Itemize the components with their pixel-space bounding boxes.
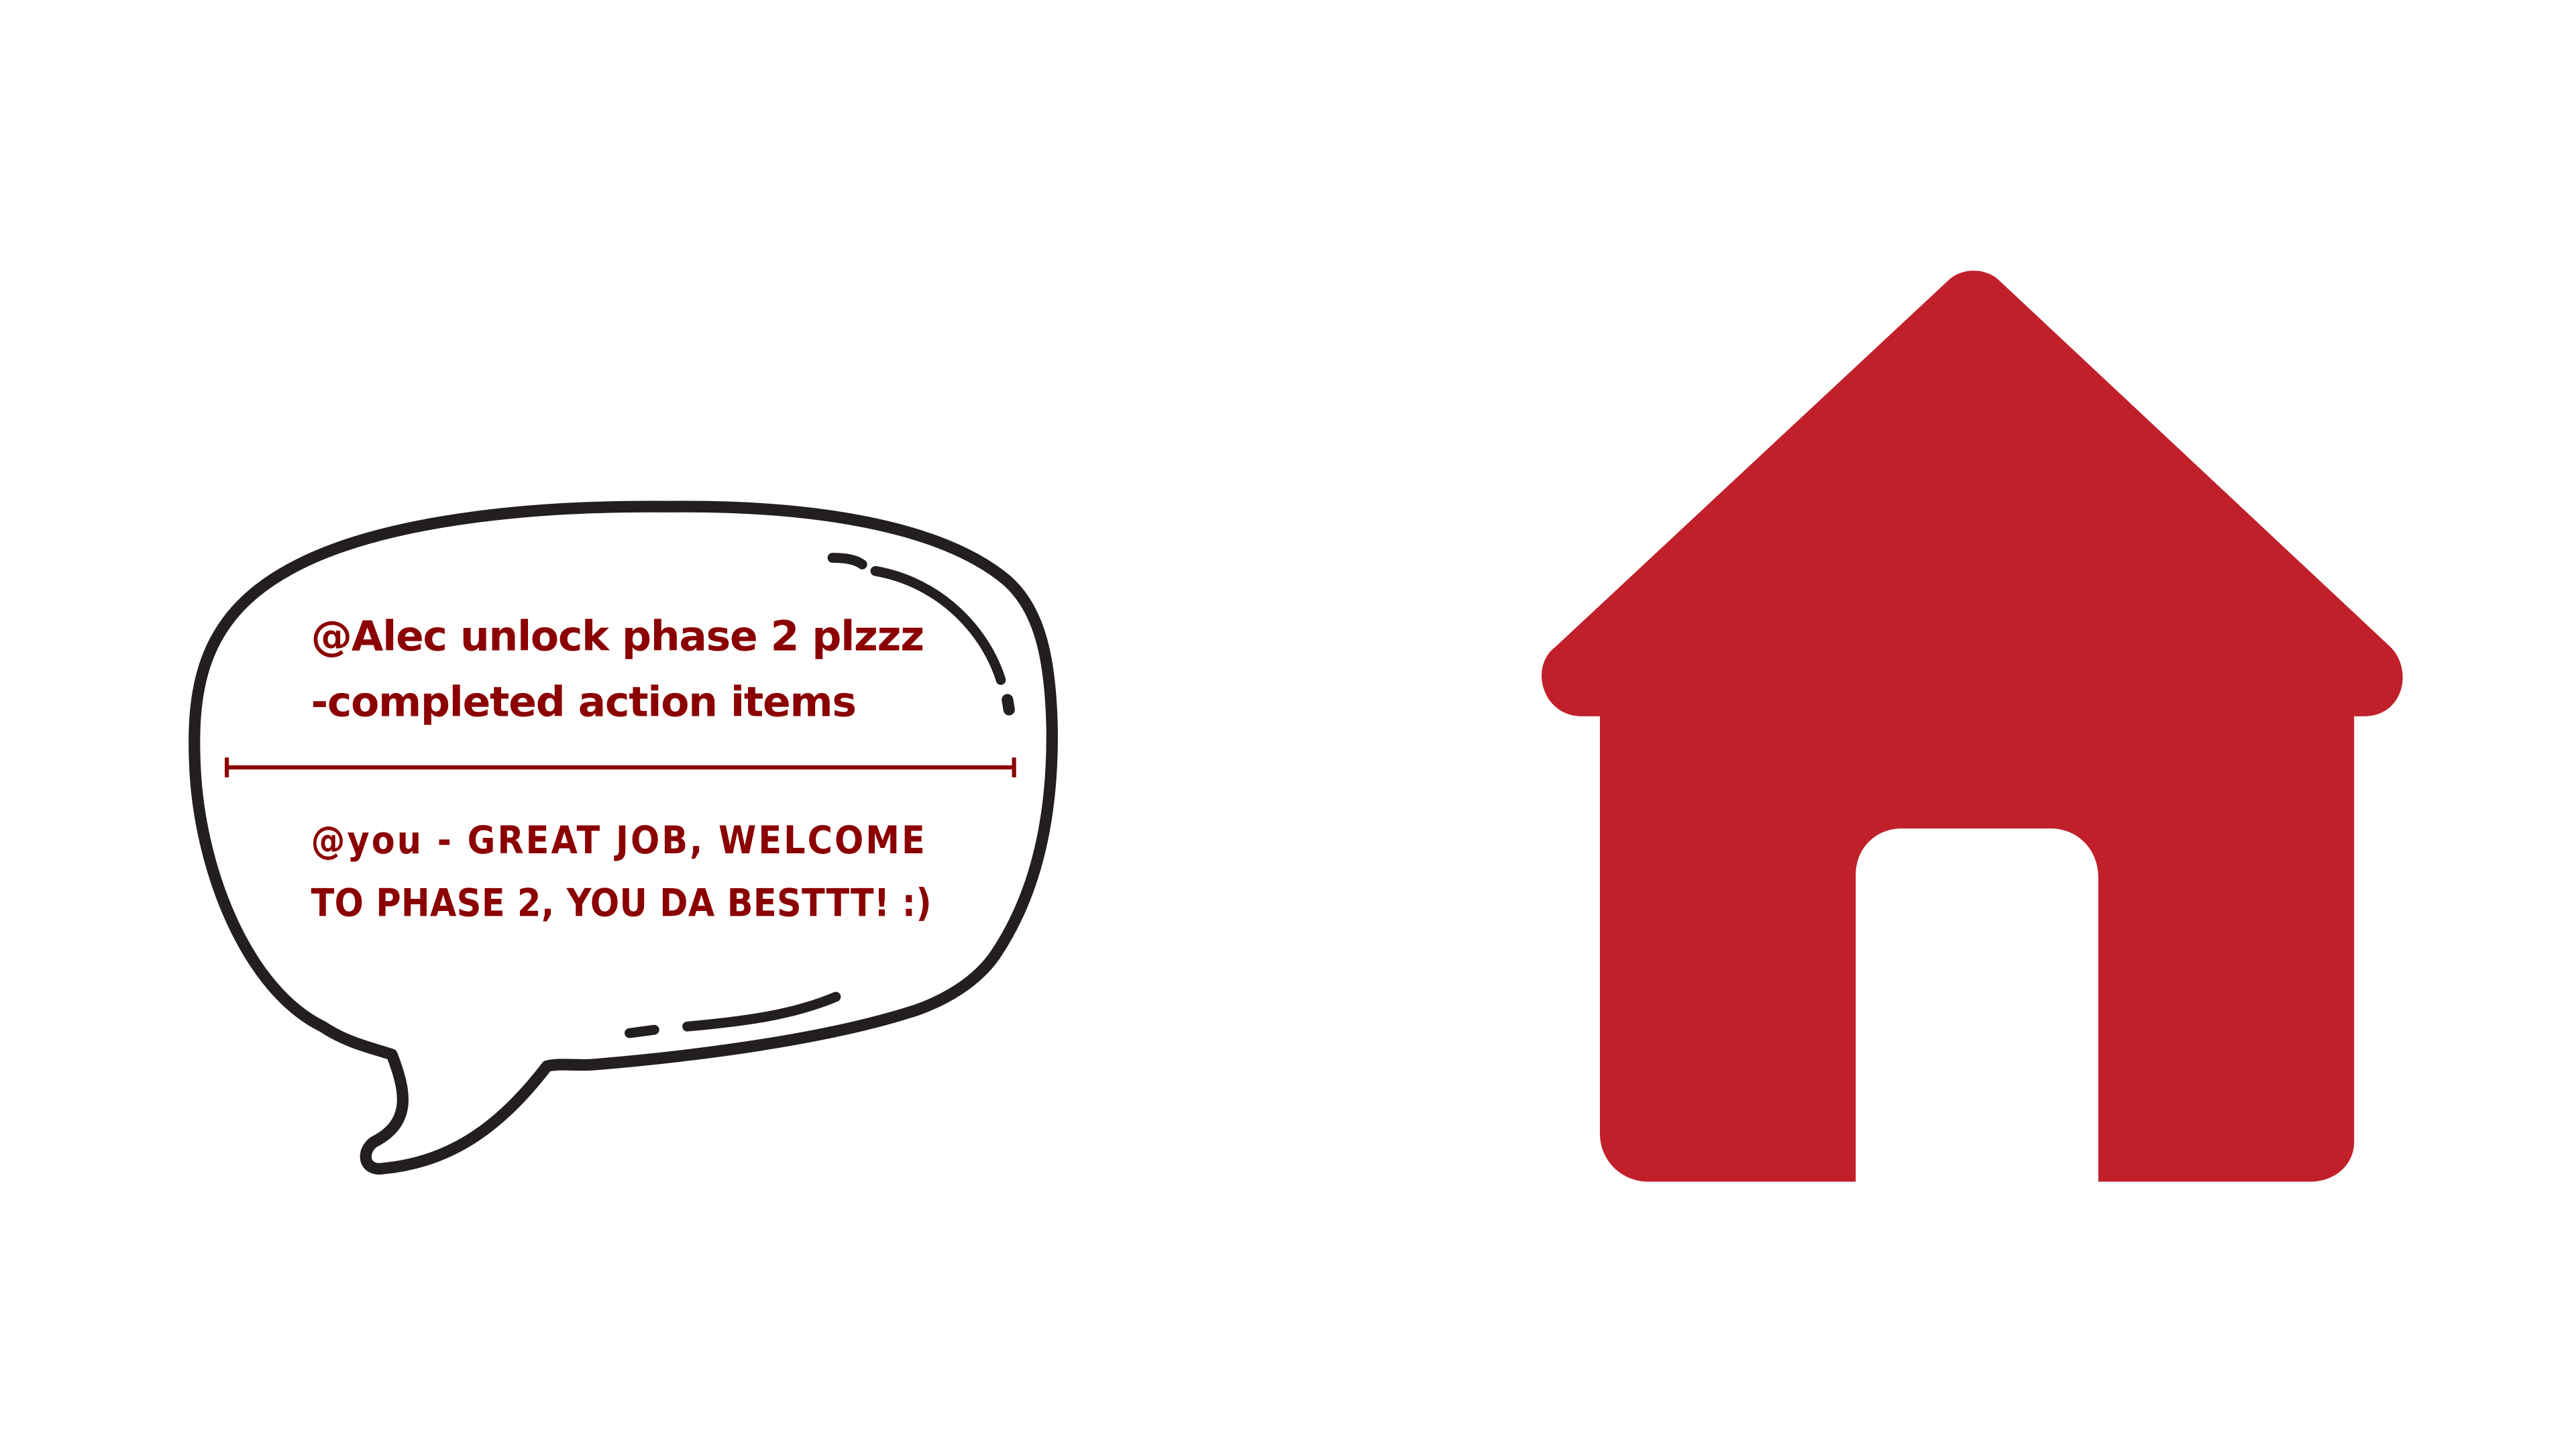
reply-text: @you - GREAT JOB, WELCOME TO PHASE 2, YO… xyxy=(311,818,932,925)
reply-line-2: TO PHASE 2, YOU DA BESTTT! :) xyxy=(311,881,932,925)
divider xyxy=(225,757,1016,777)
speech-bubble-icon xyxy=(189,500,1058,1175)
message-text: @Alec unlock phase 2 plzzz -completed ac… xyxy=(311,612,924,726)
message-line-1: @Alec unlock phase 2 plzzz xyxy=(311,612,924,660)
message-line-2: -completed action items xyxy=(311,678,856,727)
reply-line-1: @you - GREAT JOB, WELCOME xyxy=(311,818,925,863)
home-icon xyxy=(1542,270,2403,1182)
